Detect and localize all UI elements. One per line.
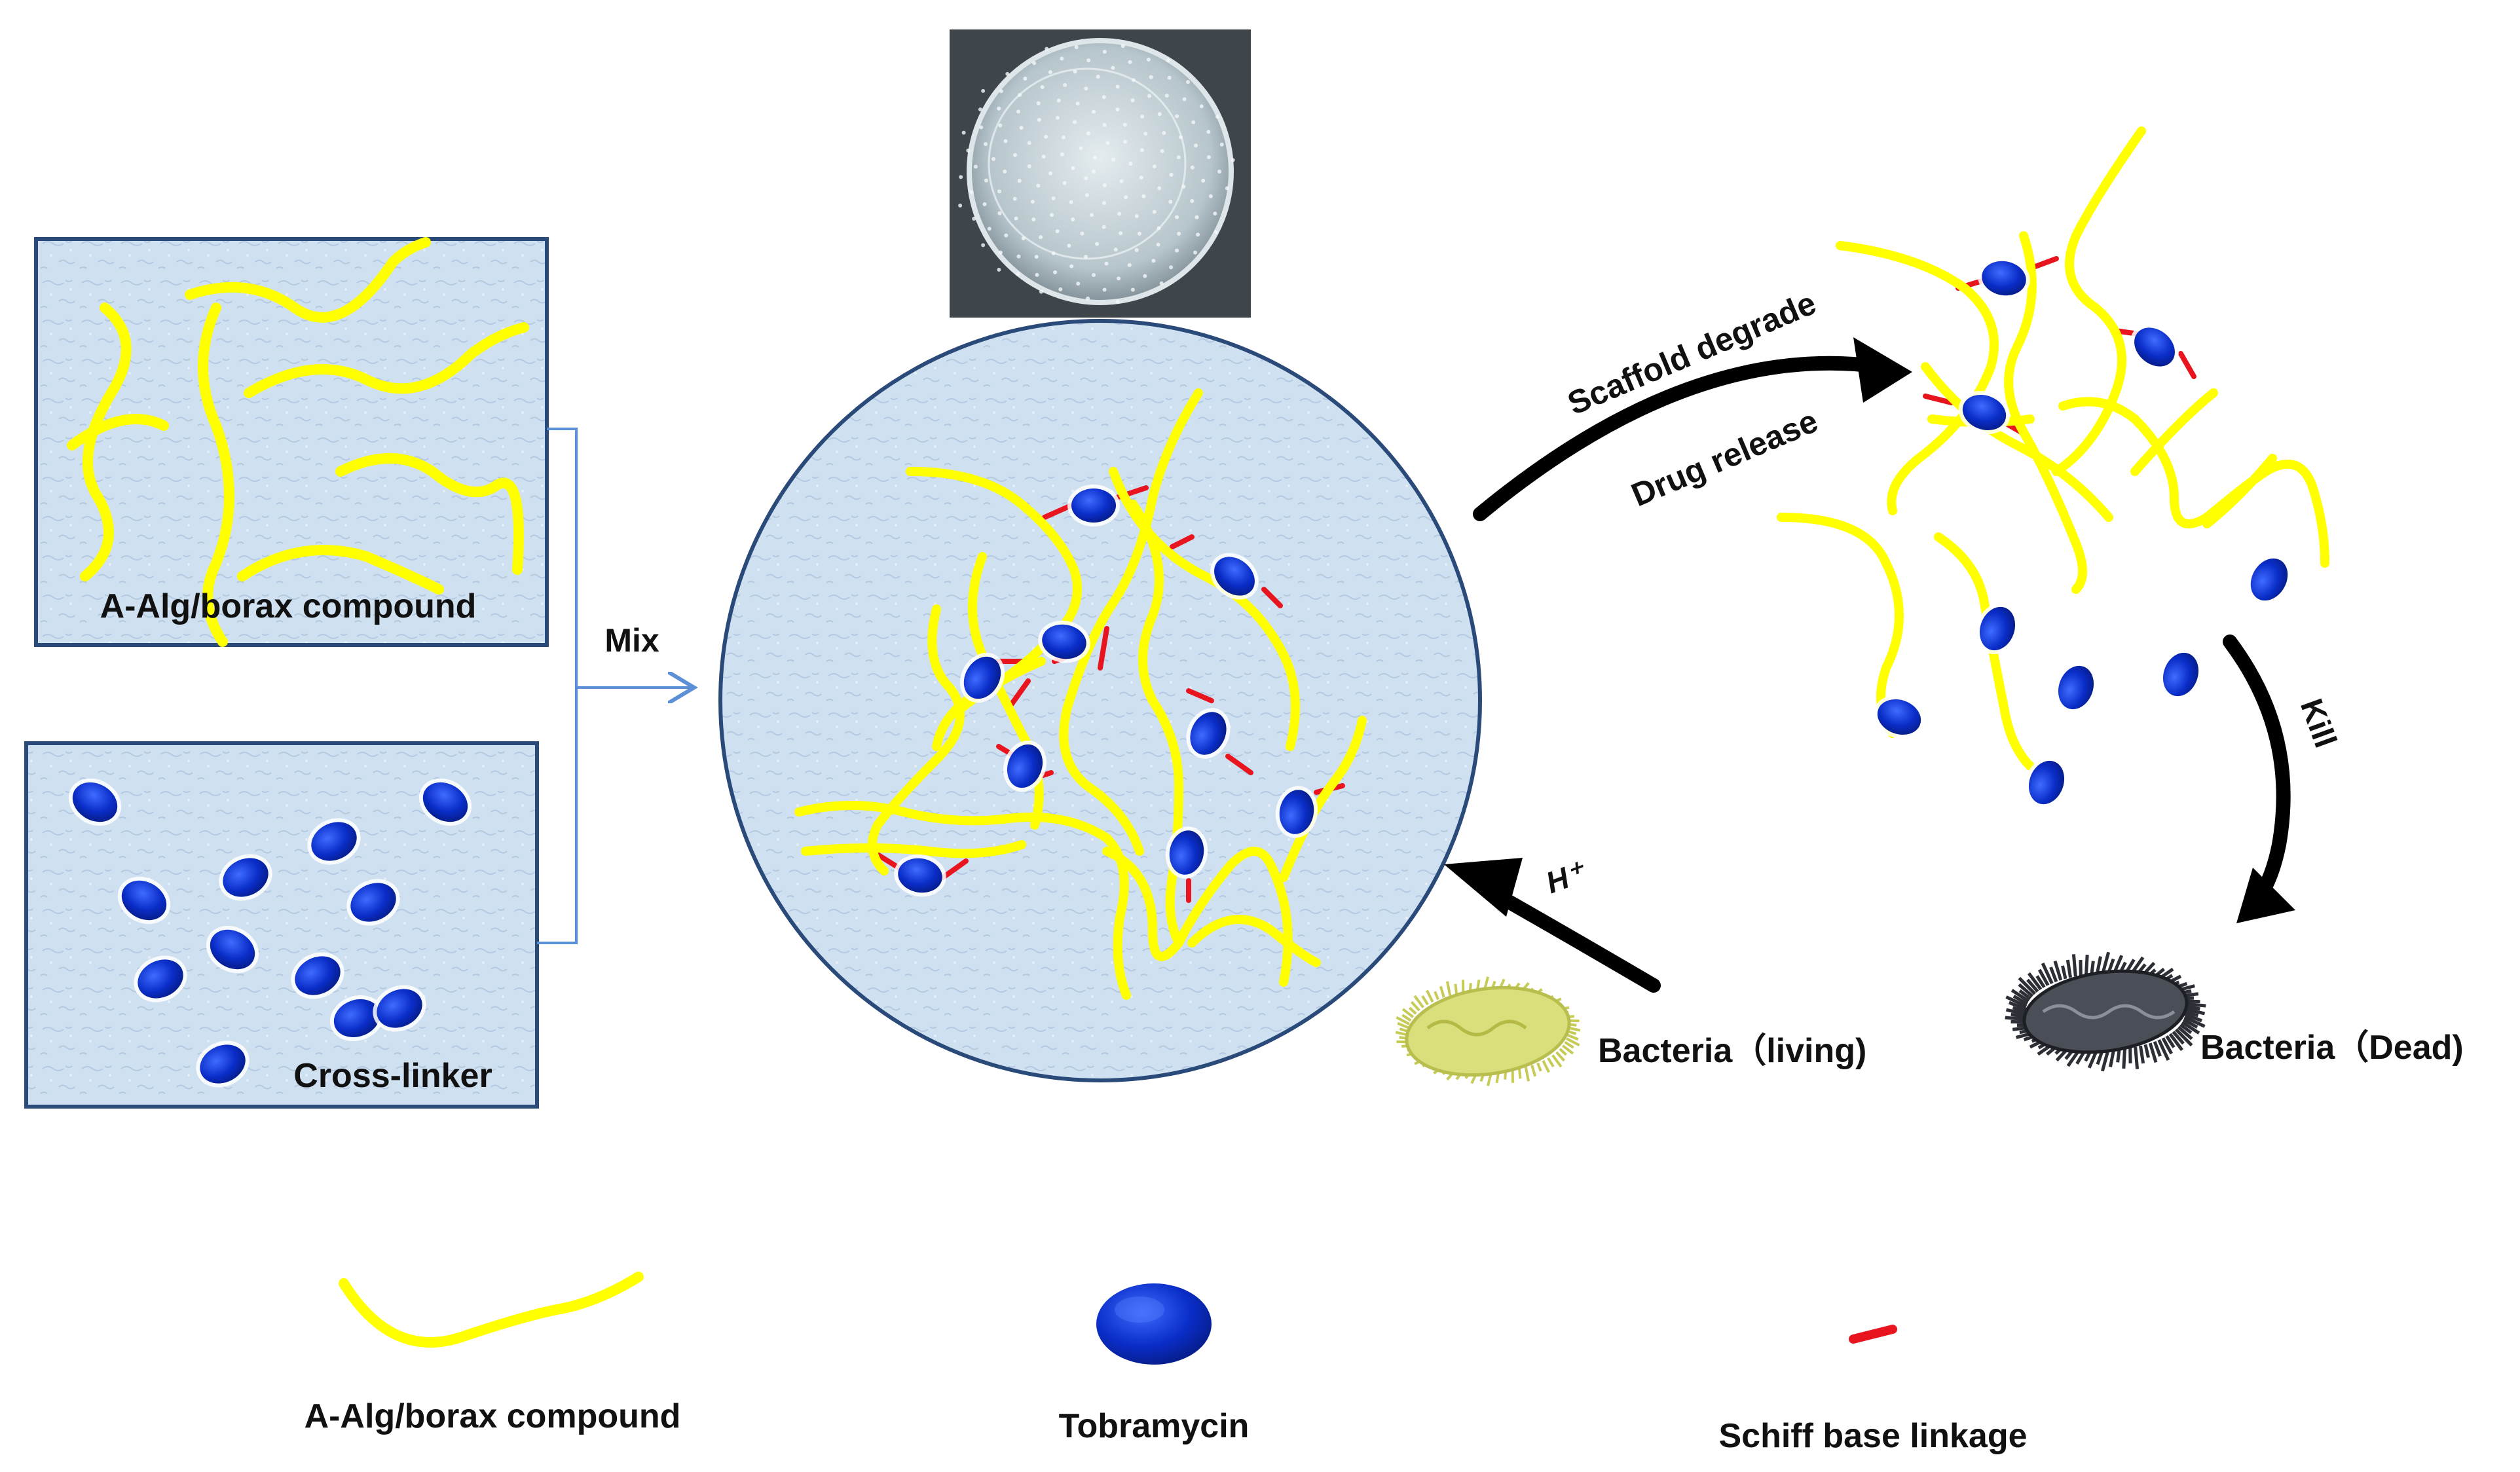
degrade-arrow xyxy=(1473,337,1912,521)
tobramycin-molecule xyxy=(1975,602,2020,655)
mix-label: Mix xyxy=(604,622,659,659)
tobramycin-molecule xyxy=(307,818,361,865)
tobramycin-molecule xyxy=(1978,257,2030,300)
tobramycin-molecule xyxy=(418,778,472,826)
crosslinker-box-label: Cross-linker xyxy=(293,1057,492,1095)
polymer-box-label: A-Alg/borax compound xyxy=(100,587,477,625)
hydrogel-photo xyxy=(950,29,1251,318)
legend: A-Alg/borax compound Tobramycin Schiff b… xyxy=(305,1272,2028,1455)
tobramycin-molecule xyxy=(373,985,426,1032)
tobramycin-molecule xyxy=(1038,620,1090,663)
tobramycin-molecule xyxy=(68,778,122,826)
legend-polymer-swatch xyxy=(339,1272,644,1348)
tobramycin-molecule xyxy=(196,1040,250,1088)
tobramycin-molecule xyxy=(1210,553,1259,600)
tobramycin-molecule xyxy=(206,925,259,974)
kill-label: Kill xyxy=(2293,695,2343,752)
tobramycin-molecule xyxy=(2246,554,2292,605)
bacteria-living-icon xyxy=(1395,976,1581,1086)
polymer-chains xyxy=(67,237,529,647)
tobramycin-molecule xyxy=(219,854,272,901)
degraded-scaffold xyxy=(1777,126,2329,809)
hydrogel-network xyxy=(718,319,1482,1082)
crosslinker-molecules xyxy=(68,778,472,1088)
tobramycin-molecule xyxy=(2054,661,2098,714)
bacteria-living-label: Bacteria（living) xyxy=(1598,1032,1866,1070)
tobramycin-molecule xyxy=(959,652,1005,703)
kill-arrow xyxy=(2223,635,2295,923)
legend-polymer-label: A-Alg/borax compound xyxy=(305,1397,681,1435)
tobramycin-molecule xyxy=(291,952,344,999)
tobramycin-molecule xyxy=(329,995,384,1042)
polymer-box: A-Alg/borax compound xyxy=(34,237,549,647)
released-drug-molecules xyxy=(1873,257,2292,809)
tobramycin-molecule xyxy=(134,955,187,1003)
tobramycin-molecule xyxy=(1275,786,1318,838)
network-chains xyxy=(794,388,1367,1000)
tobramycin-molecule xyxy=(1186,708,1231,759)
tobramycin-molecule xyxy=(2159,648,2203,701)
legend-linkage-swatch xyxy=(1849,1325,1897,1344)
tobramycin-molecule xyxy=(1067,485,1120,526)
tobramycin-molecule xyxy=(1873,695,1925,739)
proton-label: H⁺ xyxy=(1542,854,1591,900)
tobramycin-molecule xyxy=(1003,740,1047,792)
proton-arrow xyxy=(1444,858,1661,993)
tobramycin-molecule xyxy=(2130,323,2179,371)
tobramycin-molecule xyxy=(894,854,946,897)
bacteria-dead-icon xyxy=(2005,951,2206,1072)
scaffold-degrade-label: Scaffold degrade xyxy=(1563,284,1821,422)
tobramycin-molecule xyxy=(1165,826,1208,879)
network-drug-molecules xyxy=(894,485,1318,897)
tobramycin-molecule xyxy=(1958,390,2010,435)
mix-connector xyxy=(537,428,694,944)
crosslinker-box: Cross-linker xyxy=(24,741,539,1109)
legend-drug-swatch xyxy=(1096,1283,1212,1365)
bacteria-dead-label: Bacteria（Dead) xyxy=(2200,1029,2464,1067)
drug-release-label: Drug release xyxy=(1626,402,1823,513)
hydrogel-pores xyxy=(958,44,1235,304)
tobramycin-molecule xyxy=(117,876,171,925)
tobramycin-molecule xyxy=(2024,756,2069,809)
legend-linkage-label: Schiff base linkage xyxy=(1718,1417,2027,1455)
tobramycin-molecule xyxy=(346,879,400,926)
legend-drug-label: Tobramycin xyxy=(1059,1407,1250,1445)
